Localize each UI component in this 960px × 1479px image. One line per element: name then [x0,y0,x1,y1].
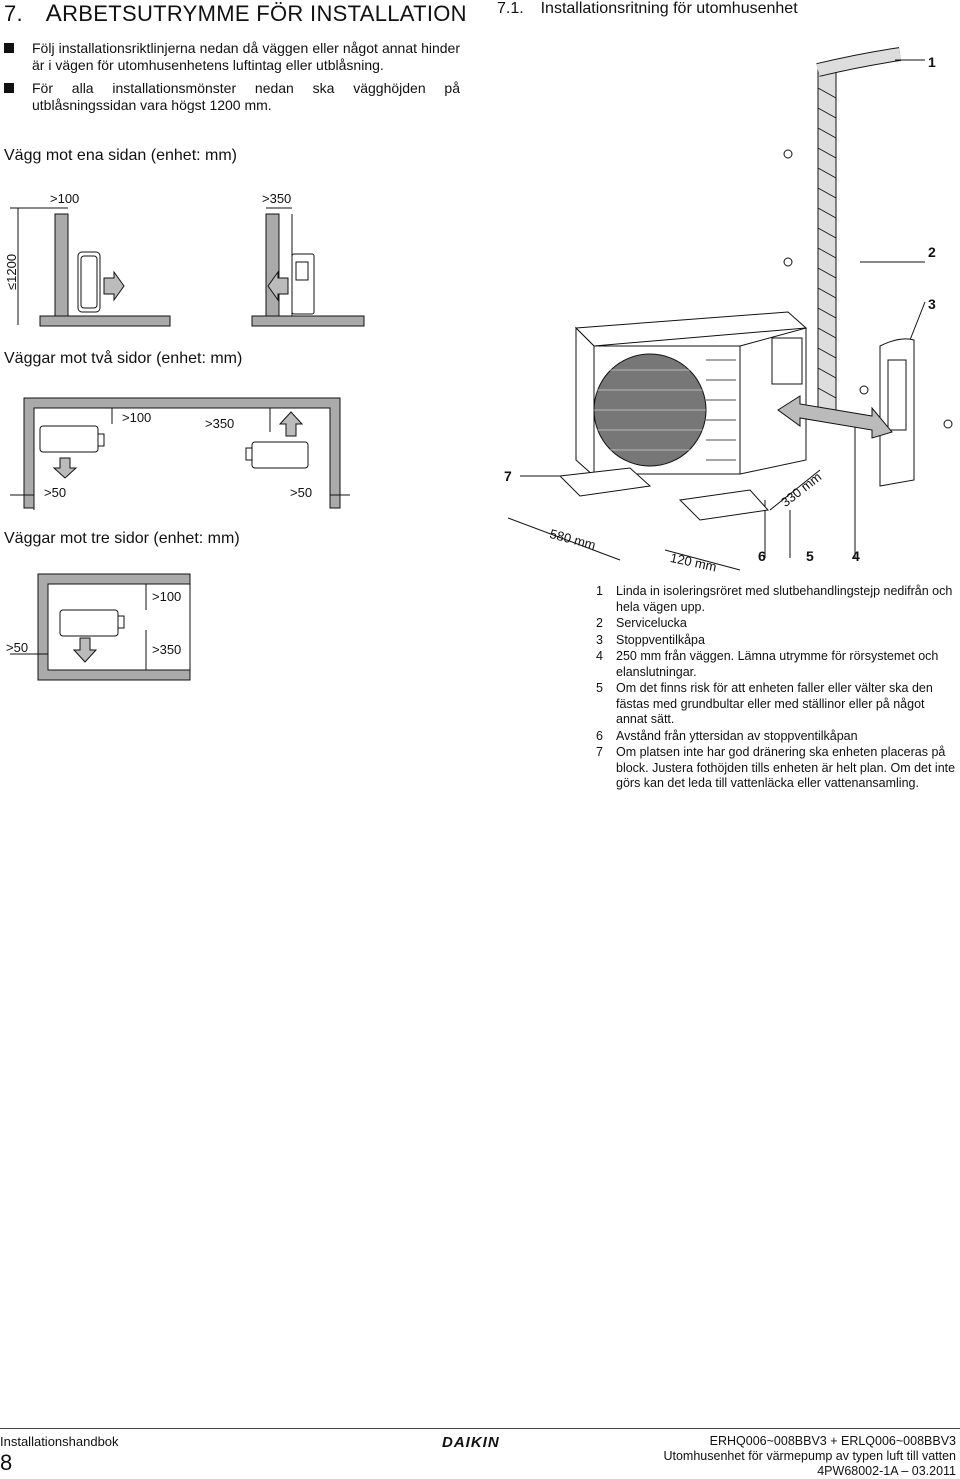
section-title-initial: A [45,0,63,27]
callout-5: 5 [806,548,814,564]
diagram3-three-walls [10,573,191,681]
footer-manual-name: Installationshandbok [0,1434,119,1449]
subsection-number: 7.1. [497,0,524,17]
diagram3-dim-50: >50 [6,640,29,655]
diagram3-dim-350: >350 [152,642,182,657]
footer-product: Utomhusenhet för värmepump av typen luft… [663,1449,956,1463]
bullet-item: Följ installationsriktlinjerna nedan då … [4,40,460,74]
bullet-square-icon [4,83,14,93]
instruction-bullets: Följ installationsriktlinjerna nedan då … [4,40,460,120]
footer-doc-number: 4PW68002-1A – 03.2011 [817,1464,956,1478]
diagram2-title: Väggar mot två sidor (enhet: mm) [4,350,243,367]
section-heading: 7. ARBETSUTRYMME FÖR INSTALLATION [4,0,467,28]
diagram2-dim-50-right: >50 [290,485,313,500]
diagram3-title: Väggar mot tre sidor (enhet: mm) [4,530,240,547]
callout-4: 4 [852,548,860,564]
footer-rule [0,1428,960,1429]
footer-model: ERHQ006~008BBV3 + ERLQ006~008BBV3 [709,1434,956,1448]
outdoor-unit-installation-drawing [507,47,953,571]
callout-7: 7 [504,468,512,484]
daikin-logo: DAIKIN [442,1434,500,1451]
bullet-item: För alla installationsmönster nedan ska … [4,80,460,114]
footer-product-info: ERHQ006~008BBV3 + ERLQ006~008BBV3 Utomhu… [663,1434,956,1479]
subsection-heading: 7.1. Installationsritning för utomhusenh… [497,0,798,18]
section-number: 7. [4,1,23,26]
callout-6: 6 [758,548,766,564]
diagram1-one-wall [10,207,365,327]
diagram1-title: Vägg mot ena sidan (enhet: mm) [4,147,238,164]
bullet-square-icon [4,43,14,53]
diagram3-dim-100: >100 [152,589,182,604]
subsection-title: Installationsritning för utomhusenhet [540,0,798,17]
diagram2-dim-100: >100 [122,410,152,425]
callout-3: 3 [928,296,936,312]
diagram1-dim-100: >100 [50,191,80,206]
callout-1: 1 [928,54,936,70]
page-number: 8 [0,1450,13,1475]
callout-2: 2 [928,244,936,260]
diagram2-dim-50-left: >50 [44,485,67,500]
section-title-rest: RBETSUTRYMME FÖR INSTALLATION [62,1,467,26]
diagram2-dim-350: >350 [205,416,235,431]
diagram2-two-walls [10,397,350,510]
diagram1-dim-350: >350 [262,191,292,206]
